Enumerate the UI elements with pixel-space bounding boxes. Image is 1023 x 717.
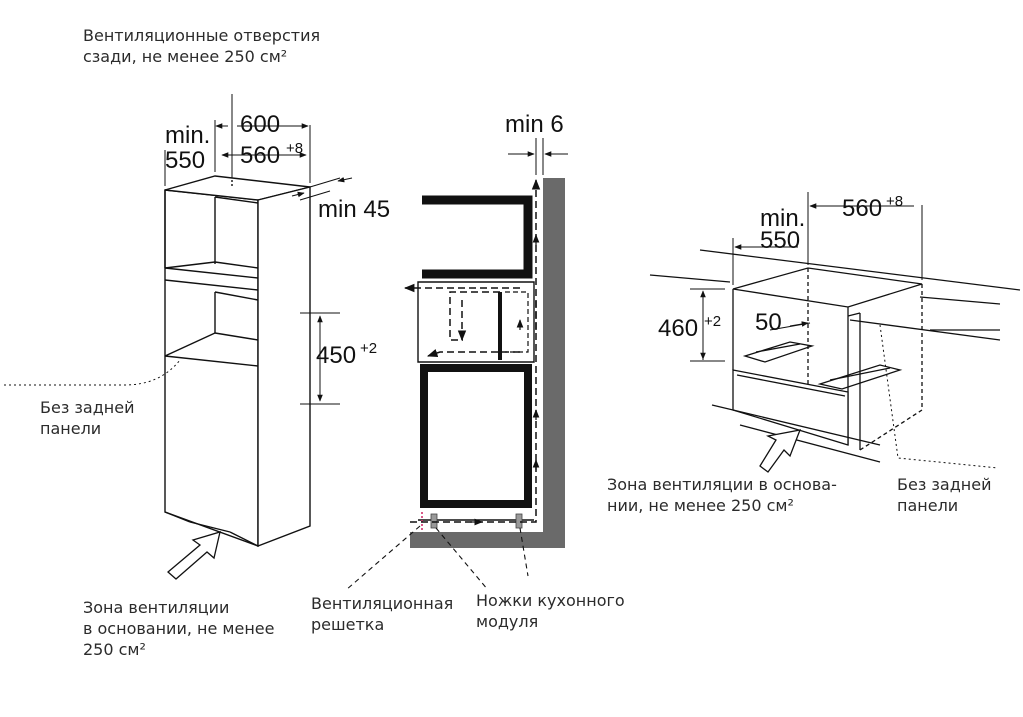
caption-base-vent-left-line1: Зона вентиляции bbox=[83, 598, 230, 617]
caption-no-back-left: Без задней панели bbox=[40, 397, 135, 439]
caption-rear-vents-line2: сзади, не менее 250 см² bbox=[83, 47, 288, 66]
cabinet-foot-front bbox=[430, 513, 438, 529]
cross-section-leaders bbox=[345, 525, 529, 591]
caption-base-vent-right-line2: нии, не менее 250 см² bbox=[607, 496, 794, 515]
airflow-arrowheads bbox=[470, 234, 540, 526]
base-module-dimensions bbox=[690, 192, 999, 469]
airflow bbox=[403, 178, 541, 523]
caption-no-back-left-line2: панели bbox=[40, 419, 102, 438]
dim-left-inner-width: 560 bbox=[240, 142, 280, 169]
caption-vent-grille-line1: Вентиляционная bbox=[311, 594, 454, 613]
caption-base-vent-left-line2: в основании, не менее bbox=[83, 619, 275, 638]
dim-left-inner-tol: +8 bbox=[286, 140, 303, 157]
middle-gap-dimension bbox=[508, 138, 568, 175]
caption-no-back-right: Без задней панели bbox=[897, 474, 992, 516]
dim-right-min: min. bbox=[760, 205, 805, 232]
base-module-vent-arrow-icon bbox=[759, 429, 802, 473]
wall bbox=[410, 178, 565, 548]
dim-right-height-tol: +2 bbox=[704, 313, 721, 330]
base-module-arrows bbox=[700, 203, 830, 360]
dim-left-gap: min 45 bbox=[318, 196, 390, 223]
caption-rear-vents-line1: Вентиляционные отверстия bbox=[83, 26, 321, 45]
caption-base-vent-right-line1: Зона вентиляции в основа- bbox=[607, 475, 837, 494]
dim-right-min-value: 550 bbox=[760, 227, 800, 254]
caption-base-vent-left: Зона вентиляции в основании, не менее 25… bbox=[83, 597, 274, 660]
dim-left-min-value: 550 bbox=[165, 147, 205, 174]
dim-right-height: 460 bbox=[658, 315, 698, 342]
caption-base-vent-right: Зона вентиляции в основа- нии, не менее … bbox=[607, 474, 837, 516]
tall-cabinet bbox=[164, 175, 311, 548]
tall-cabinet-arrows bbox=[215, 123, 353, 402]
cabinet-foot-back bbox=[515, 513, 523, 529]
caption-no-back-left-line1: Без задней bbox=[40, 398, 135, 417]
dim-middle-gap: min 6 bbox=[505, 111, 564, 138]
caption-base-vent-left-line3: 250 см² bbox=[83, 640, 146, 659]
dim-left-min: min. bbox=[165, 122, 210, 149]
caption-no-back-right-line1: Без задней bbox=[897, 475, 992, 494]
dim-left-width: 600 bbox=[240, 111, 280, 138]
dim-right-inner-tol: +8 bbox=[886, 193, 903, 210]
caption-cabinet-feet-line2: модуля bbox=[476, 612, 539, 631]
base-vent-arrow-icon bbox=[167, 531, 221, 580]
caption-no-back-right-line2: панели bbox=[897, 496, 959, 515]
caption-cabinet-feet: Ножки кухонного модуля bbox=[476, 590, 625, 632]
caption-vent-grille: Вентиляционная решетка bbox=[311, 593, 453, 635]
caption-rear-vents: Вентиляционные отверстия сзади, не менее… bbox=[83, 25, 320, 67]
caption-cabinet-feet-line1: Ножки кухонного bbox=[476, 591, 625, 610]
dim-right-inner-width: 560 bbox=[842, 195, 882, 222]
caption-vent-grille-line2: решетка bbox=[311, 615, 385, 634]
dim-left-height: 450 bbox=[316, 342, 356, 369]
dim-right-depth: 50 bbox=[755, 309, 782, 336]
cross-section bbox=[410, 178, 565, 548]
dim-left-height-tol: +2 bbox=[360, 340, 377, 357]
base-module bbox=[649, 249, 1021, 463]
